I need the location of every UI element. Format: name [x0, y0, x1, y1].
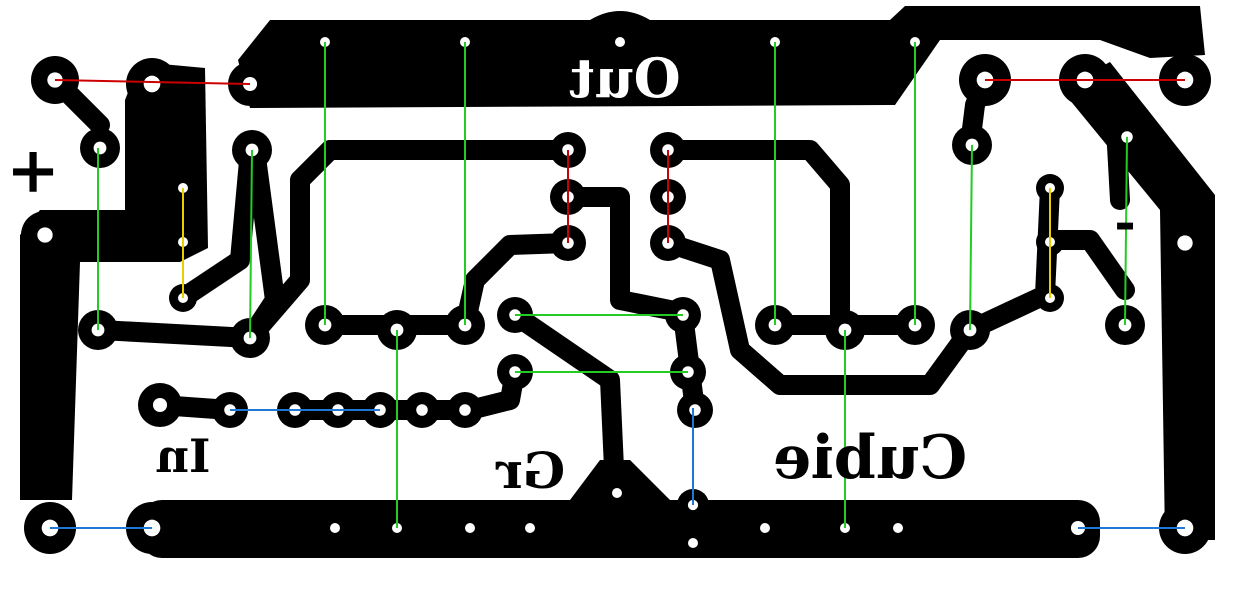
pad: [126, 58, 178, 110]
label-brand: Cubie: [773, 423, 967, 493]
pad-hole: [152, 397, 168, 413]
jumper-green-11: [969, 144, 973, 331]
yellow-jumpers: [182, 188, 1051, 298]
blue-jumpers: [50, 408, 1185, 529]
pad-hole: [760, 523, 770, 533]
plus-trace: [20, 62, 208, 500]
jumper-red-plus: [54, 79, 251, 85]
pad: [404, 392, 440, 428]
ground-rail: [140, 500, 1100, 558]
pad-hole: [1177, 235, 1193, 251]
pad: [21, 211, 69, 259]
pad: [321, 514, 349, 542]
trace-gr: [505, 305, 625, 500]
pad: [516, 514, 544, 542]
pad-hole: [893, 523, 903, 533]
trace-upper-left: [240, 140, 578, 348]
pad: [677, 392, 713, 428]
trace-left-r: [173, 140, 260, 308]
pad: [80, 128, 120, 168]
pad: [751, 514, 779, 542]
jumpers: [50, 42, 1185, 529]
trace-minus-cap: [960, 178, 1060, 340]
jumper-green-2: [249, 149, 253, 339]
out-rail: [238, 6, 1205, 108]
jumper-green-12: [1124, 136, 1128, 326]
trace-mid: [315, 233, 578, 335]
copper-traces: [45, 70, 1135, 500]
pad-hole: [37, 227, 53, 243]
label-out: Out: [569, 46, 680, 110]
label-minus: -: [1114, 192, 1136, 253]
pad-hole: [143, 75, 161, 93]
minus-trace: [1060, 62, 1215, 540]
pad: [679, 529, 707, 557]
pad-hole: [416, 404, 428, 416]
pad-hole: [330, 523, 340, 533]
pad: [456, 514, 484, 542]
pad-hole: [459, 404, 471, 416]
pad: [884, 514, 912, 542]
copper-areas: [20, 6, 1215, 558]
pad-hole: [612, 488, 622, 498]
trace-right-loop: [658, 233, 980, 395]
pad-hole: [465, 523, 475, 533]
pad-hole: [615, 37, 625, 47]
pad-hole: [93, 141, 107, 155]
pad: [606, 28, 634, 56]
green-jumpers: [97, 42, 1128, 528]
label-input: In: [156, 429, 211, 483]
pad: [447, 392, 483, 428]
pad: [603, 479, 631, 507]
pad: [1161, 219, 1209, 267]
trace-transistor: [558, 187, 690, 322]
pad-hole: [689, 404, 701, 416]
label-plus: +: [6, 133, 60, 208]
trace-upper-right: [658, 140, 850, 335]
pad-hole: [525, 523, 535, 533]
pad-hole: [688, 538, 698, 548]
pad: [138, 383, 182, 427]
labels: Out Cubie In Gr + -: [6, 46, 1136, 500]
red-jumpers: [54, 79, 1185, 243]
label-ground: Gr: [495, 441, 565, 500]
